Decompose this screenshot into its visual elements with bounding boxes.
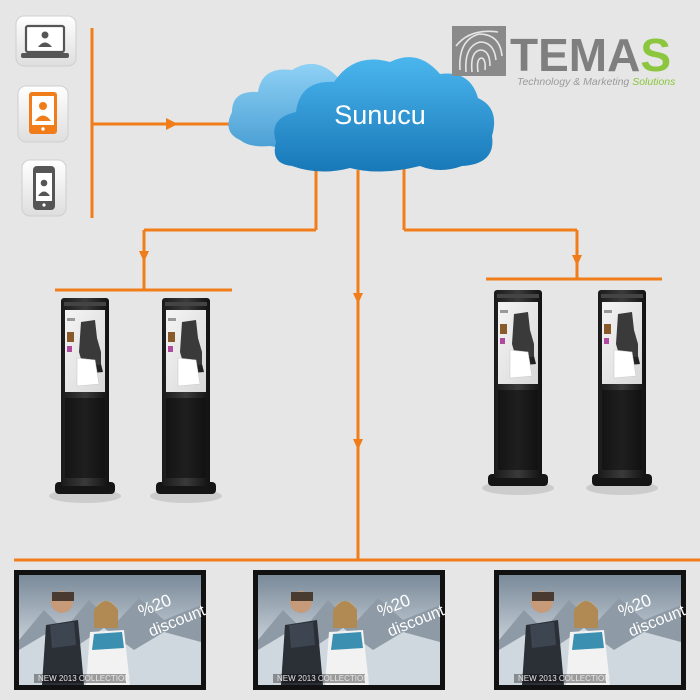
phone-icon [21,159,67,217]
kiosk-group-right [481,289,659,496]
promo-caption: NEW 2013 COLLECTION [38,674,130,683]
logo-tagline: Technology & Marketing Solutions [517,76,676,88]
wall-display: %20 discount NEW 2013 COLLECTION [494,570,688,690]
promo-caption: NEW 2013 COLLECTION [277,674,369,683]
logo-text-accent: S [640,29,671,81]
laptop-icon [15,15,77,67]
promo-caption: NEW 2013 COLLECTION [518,674,610,683]
tablet-icon [17,85,69,143]
kiosk-group-left [48,297,223,504]
wall-display: %20 discount NEW 2013 COLLECTION [14,570,208,690]
kiosk-display [585,289,659,496]
tagline-accent: Solutions [632,76,676,88]
temas-logo: TEMAS Technology & Marketing Solutions [452,26,676,88]
device-icons [15,15,77,217]
kiosk-display [481,289,555,496]
wall-display: %20 discount NEW 2013 COLLECTION [253,570,447,690]
arrowheads [139,118,582,450]
server-cloud: Sunucu [228,57,495,172]
logo-text: TEMAS [510,29,671,81]
tagline-main: Technology & Marketing [517,76,632,88]
server-label: Sunucu [334,100,426,130]
kiosk-display [149,297,223,504]
connector-lines [14,28,700,562]
kiosk-display [48,297,122,504]
fingerprint-icon [452,26,506,76]
logo-text-main: TEMA [510,29,640,81]
